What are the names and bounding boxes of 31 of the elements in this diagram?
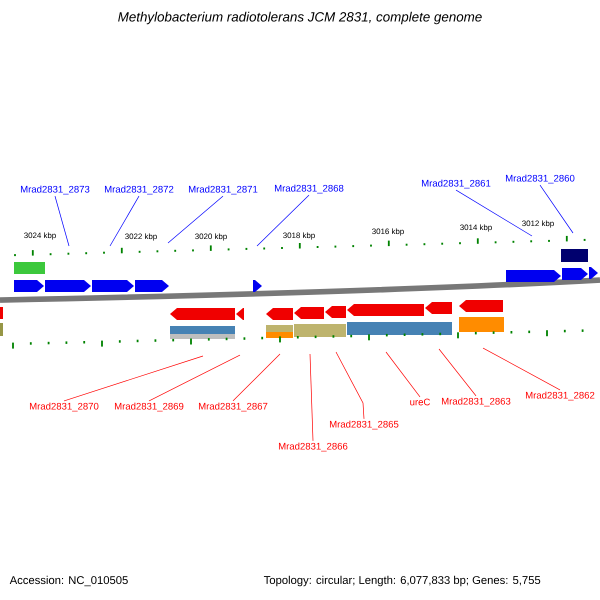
leader-line [310, 354, 314, 442]
leader-line [482, 348, 560, 390]
leader-line [110, 196, 140, 246]
leader-line [456, 190, 532, 236]
leader-line [386, 352, 420, 398]
gene-label: Mrad2831_2867 [198, 402, 268, 412]
leader-line [256, 194, 310, 246]
gene-label: Mrad2831_2861 [422, 180, 490, 188]
gene-label: Mrad2831_2869 [114, 402, 184, 412]
leader-line [336, 352, 364, 420]
gene-label: Mrad2831_2873 [20, 186, 90, 194]
leader-line [54, 196, 70, 246]
leader-line [168, 196, 224, 244]
gene-label: Mrad2831_2870 [30, 402, 98, 412]
footer-text: Accession: NC_010505 [10, 576, 128, 586]
gene-label: ureC [410, 398, 430, 406]
gene-label: Mrad2831_2863 [442, 398, 510, 406]
footer-text: Topology: circular; Length: 6,077,833 bp; Genes: 5,755 [264, 576, 540, 586]
leader-line [148, 354, 240, 402]
gene-label: Mrad2831_2865 [330, 420, 398, 430]
leader-line [64, 356, 204, 402]
gene-label: Mrad2831_2860 [506, 174, 574, 184]
title: Methylobacterium radiotolerans JCM 2831, complete genome [118, 12, 482, 24]
gene-label: Mrad2831_2871 [188, 186, 258, 194]
gene-label: Mrad2831_2866 [278, 442, 348, 452]
leader-line [438, 348, 476, 396]
leader-line [232, 354, 280, 402]
gene-label: Mrad2831_2862 [526, 392, 594, 400]
gene-label: Mrad2831_2868 [274, 184, 344, 194]
leader-line [540, 184, 574, 234]
gene-label: Mrad2831_2872 [104, 186, 174, 194]
